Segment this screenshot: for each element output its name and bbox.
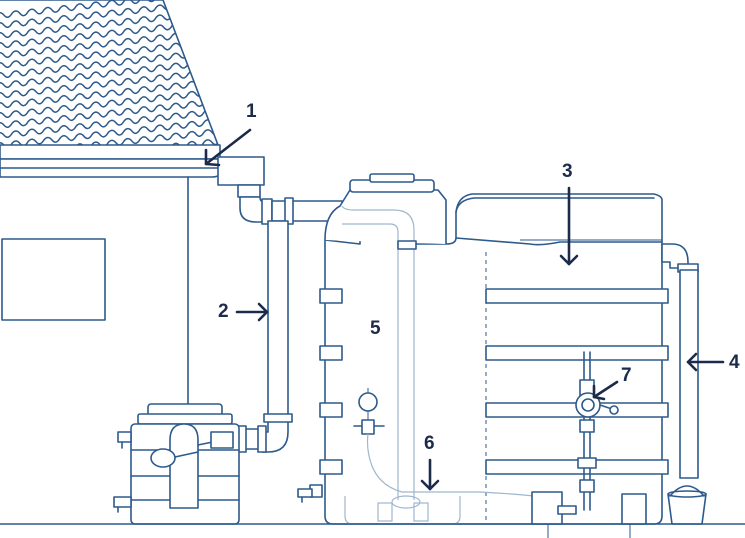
callout-2: 2 xyxy=(218,302,229,321)
intake-float-ball xyxy=(359,393,377,411)
filter-tap-bottom xyxy=(114,497,131,507)
filter-tap-top xyxy=(118,432,131,442)
filter-tank xyxy=(114,404,239,524)
bucket-body xyxy=(668,494,706,524)
roof-tiles xyxy=(0,0,252,169)
arrow-2 xyxy=(237,304,267,320)
overflow-pipe-vertical xyxy=(680,270,698,478)
filter-inner-chamber xyxy=(170,424,198,508)
gutter-outlet-box xyxy=(218,157,264,185)
storage-tank xyxy=(298,174,668,524)
pipe-vertical xyxy=(268,221,288,419)
callout-5: 5 xyxy=(370,319,381,338)
house xyxy=(0,0,252,408)
roof-tile-row xyxy=(0,0,252,29)
callout-1: 1 xyxy=(246,102,257,121)
fascia-board xyxy=(0,145,220,159)
arrow-4 xyxy=(688,354,723,370)
house-window xyxy=(2,239,105,320)
callout-3: 3 xyxy=(562,162,573,181)
callout-4: 4 xyxy=(729,353,740,372)
filter-inlet-fitting xyxy=(211,432,233,448)
tank-foot-box xyxy=(622,494,646,524)
outlet-collar xyxy=(238,185,260,197)
callout-7: 7 xyxy=(621,366,632,385)
callout-6: 6 xyxy=(424,434,435,453)
filter-float xyxy=(151,449,175,467)
tank-dome xyxy=(325,190,446,244)
